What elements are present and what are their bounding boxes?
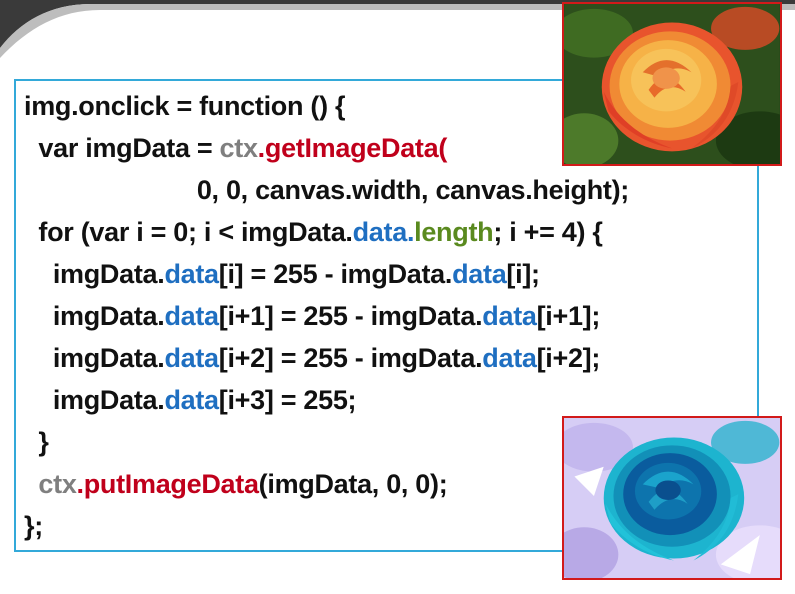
- code-line-9: }: [24, 421, 629, 463]
- code-indent: [24, 217, 38, 247]
- code-line-8: imgData.data[i+3] = 255;: [24, 379, 629, 421]
- code-token-property: data: [482, 343, 537, 373]
- code-line-2: var imgData = ctx.getImageData(: [24, 127, 629, 169]
- rose-image: [564, 4, 780, 164]
- code-text: imgData.: [52, 259, 165, 289]
- code-token-property: data: [164, 301, 219, 331]
- code-token-method: putImageData: [83, 469, 259, 499]
- code-indent: [24, 301, 53, 331]
- code-indent: [24, 343, 53, 373]
- code-text: [i+2] = 255 - imgData.: [218, 343, 483, 373]
- code-token-property: length: [414, 217, 494, 247]
- code-text: [i+2];: [536, 343, 601, 373]
- code-token-method: getImageData: [264, 133, 439, 163]
- code-line-1: img.onclick = function () {: [24, 85, 629, 127]
- code-token-property: data: [164, 385, 219, 415]
- code-box: img.onclick = function () { var imgData …: [14, 79, 759, 552]
- code-indent: [24, 259, 53, 289]
- code-text: };: [24, 511, 43, 541]
- code-indent: [24, 427, 38, 457]
- code-text: ; i += 4) {: [493, 217, 603, 247]
- code-token-dot: .: [76, 469, 85, 499]
- code-line-4: for (var i = 0; i < imgData.data.length;…: [24, 211, 629, 253]
- inverted-rose-image: [564, 418, 780, 578]
- code-line-5: imgData.data[i] = 255 - imgData.data[i];: [24, 253, 629, 295]
- code-block: img.onclick = function () { var imgData …: [24, 85, 629, 547]
- code-line-6: imgData.data[i+1] = 255 - imgData.data[i…: [24, 295, 629, 337]
- code-text: imgData.: [52, 301, 165, 331]
- code-token-property: data: [352, 217, 408, 247]
- code-line-11: };: [24, 505, 629, 547]
- code-text: [i];: [506, 259, 540, 289]
- code-token-property: data: [482, 301, 537, 331]
- code-text: [i+3] = 255;: [218, 385, 357, 415]
- code-line-7: imgData.data[i+2] = 255 - imgData.data[i…: [24, 337, 629, 379]
- code-text: [i+1];: [536, 301, 601, 331]
- code-token-dot: .: [406, 217, 415, 247]
- code-text: var imgData =: [38, 133, 220, 163]
- code-text: }: [38, 427, 49, 457]
- code-token-property: data: [452, 259, 507, 289]
- code-token-property: data: [164, 343, 219, 373]
- code-line-3: 0, 0, canvas.width, canvas.height);: [24, 169, 629, 211]
- code-text: imgData.: [52, 343, 165, 373]
- code-indent: [24, 385, 53, 415]
- code-token-property: data: [164, 259, 219, 289]
- code-line-10: ctx.putImageData(imgData, 0, 0);: [24, 463, 629, 505]
- code-token-ctx: ctx: [219, 133, 258, 163]
- code-token-dot: .: [257, 133, 266, 163]
- code-text: for (var i = 0; i < imgData.: [38, 217, 353, 247]
- code-indent: [24, 469, 38, 499]
- code-text: [i+1] = 255 - imgData.: [218, 301, 483, 331]
- code-indent: [24, 133, 38, 163]
- code-text: 0, 0, canvas.width, canvas.height);: [196, 175, 629, 205]
- code-text: imgData.: [52, 385, 165, 415]
- rose-photo: [562, 2, 782, 166]
- code-indent: [24, 175, 197, 205]
- code-text: [i] = 255 - imgData.: [218, 259, 453, 289]
- code-token-ctx: ctx: [38, 469, 77, 499]
- code-token-paren: (: [438, 133, 448, 163]
- code-text: img.onclick = function () {: [24, 91, 346, 121]
- code-text: (imgData, 0, 0);: [258, 469, 448, 499]
- inverted-rose-photo: [562, 416, 782, 580]
